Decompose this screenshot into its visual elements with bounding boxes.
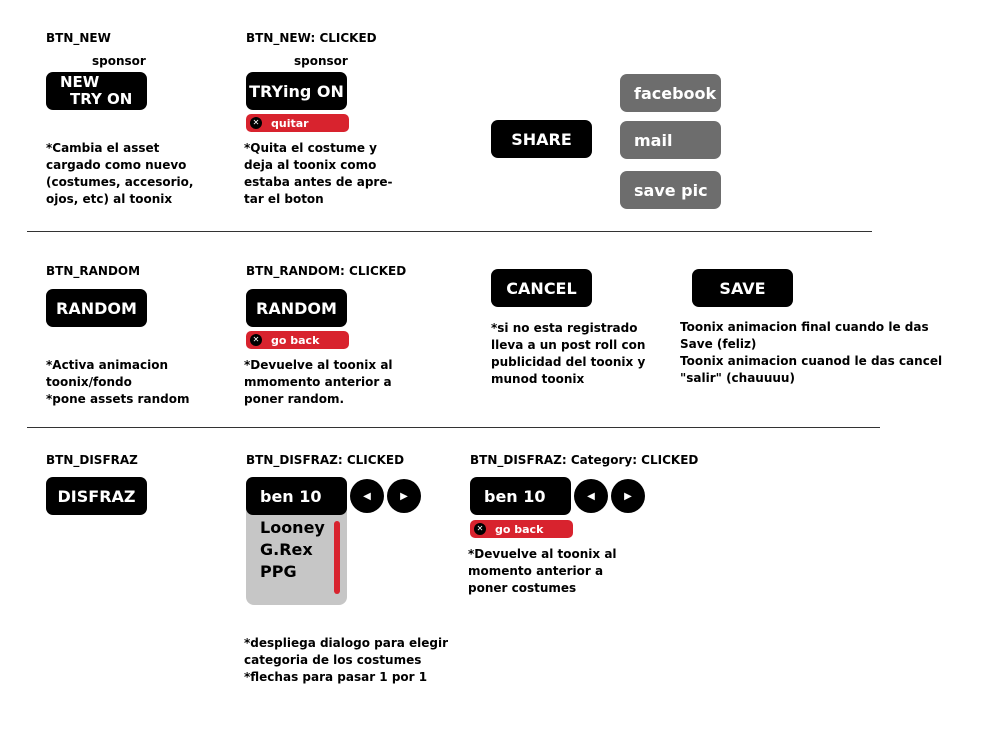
cancel-button[interactable]: CANCEL — [491, 269, 592, 307]
next-arrow-icon[interactable]: ▶ — [611, 479, 645, 513]
note-line: *pone assets random — [46, 392, 190, 406]
note-line: toonix/fondo — [46, 375, 132, 389]
category-button[interactable]: ben 10 — [246, 477, 347, 515]
go-back-label: go back — [271, 333, 320, 347]
note-line: estaba antes de apre- — [244, 175, 393, 189]
new-try-on-line1: NEW — [60, 73, 100, 91]
disfraz-button[interactable]: DISFRAZ — [46, 477, 147, 515]
note-line: munod toonix — [491, 372, 585, 386]
note-line: deja al toonix como — [244, 158, 377, 172]
btn-disfraz-category-note: *Devuelve al toonix al momento anterior … — [468, 546, 617, 597]
note-line: poner random. — [244, 392, 345, 406]
note-line: cargado como nuevo — [46, 158, 187, 172]
note-line: mmomento anterior a — [244, 375, 392, 389]
section-divider — [27, 231, 872, 232]
btn-random-note: *Activa animacion toonix/fondo *pone ass… — [46, 357, 189, 408]
random-button[interactable]: RANDOM — [46, 289, 147, 327]
btn-new-label: BTN_NEW — [46, 31, 111, 45]
save-note: Toonix animacion final cuando le das Sav… — [680, 319, 942, 387]
random-clicked-button[interactable]: RANDOM — [246, 289, 347, 327]
note-line: Save (feliz) — [680, 337, 757, 351]
btn-random-clicked-label: BTN_RANDOM: CLICKED — [246, 264, 407, 278]
note-line: lleva a un post roll con — [491, 338, 646, 352]
share-mail-option[interactable]: mail — [620, 121, 721, 159]
share-save-pic-option[interactable]: save pic — [620, 171, 721, 209]
note-line: (costumes, accesorio, — [46, 175, 194, 189]
note-line: Toonix animacion cuanod le das cancel — [680, 354, 943, 368]
note-line: "salir" (chauuuu) — [680, 371, 795, 385]
note-line: momento anterior a — [468, 564, 604, 578]
note-line: *flechas para pasar 1 por 1 — [244, 670, 428, 684]
category-dropdown[interactable]: Looney G.Rex PPG — [246, 505, 347, 605]
share-facebook-option[interactable]: facebook — [620, 74, 721, 112]
btn-random-label: BTN_RANDOM — [46, 264, 141, 278]
section-divider — [27, 427, 880, 428]
category-clicked-button[interactable]: ben 10 — [470, 477, 571, 515]
go-back-label: go back — [495, 522, 544, 536]
btn-random-clicked-note: *Devuelve al toonix al mmomento anterior… — [244, 357, 393, 408]
note-line: *Activa animacion — [46, 358, 168, 372]
note-line: categoria de los costumes — [244, 653, 422, 667]
share-button[interactable]: SHARE — [491, 120, 592, 158]
go-back-pill[interactable]: ✕ go back — [246, 331, 349, 349]
note-line: *si no esta registrado — [491, 321, 638, 335]
note-line: Toonix animacion final cuando le das — [680, 320, 929, 334]
dropdown-item-looney[interactable]: Looney — [260, 518, 325, 537]
new-try-on-line2: TRY ON — [70, 90, 133, 108]
btn-new-note: *Cambia el asset cargado como nuevo (cos… — [46, 140, 193, 208]
prev-arrow-icon[interactable]: ◀ — [574, 479, 608, 513]
cancel-note: *si no esta registrado lleva a un post r… — [491, 320, 645, 388]
save-button[interactable]: SAVE — [692, 269, 793, 307]
close-icon: ✕ — [250, 334, 262, 346]
note-line: publicidad del toonix y — [491, 355, 646, 369]
go-back-pill[interactable]: ✕ go back — [470, 520, 573, 538]
close-icon: ✕ — [250, 117, 262, 129]
note-line: *despliega dialogo para elegir — [244, 636, 449, 650]
dropdown-item-ppg[interactable]: PPG — [260, 562, 297, 581]
btn-disfraz-label: BTN_DISFRAZ — [46, 453, 138, 467]
btn-disfraz-clicked-note: *despliega dialogo para elegir categoria… — [244, 635, 448, 686]
sponsor-label: sponsor — [294, 54, 348, 68]
note-line: *Cambia el asset — [46, 141, 160, 155]
quitar-pill[interactable]: ✕ quitar — [246, 114, 349, 132]
new-try-on-button[interactable]: NEW TRY ON — [46, 72, 147, 110]
btn-disfraz-category-label: BTN_DISFRAZ: Category: CLICKED — [470, 453, 699, 467]
note-line: ojos, etc) al toonix — [46, 192, 173, 206]
note-line: *Devuelve al toonix al — [244, 358, 393, 372]
dropdown-scrollbar[interactable] — [334, 521, 340, 594]
close-icon: ✕ — [474, 523, 486, 535]
prev-arrow-icon[interactable]: ◀ — [350, 479, 384, 513]
trying-on-button[interactable]: TRYing ON — [246, 72, 347, 110]
btn-disfraz-clicked-label: BTN_DISFRAZ: CLICKED — [246, 453, 405, 467]
note-line: tar el boton — [244, 192, 324, 206]
next-arrow-icon[interactable]: ▶ — [387, 479, 421, 513]
note-line: *Devuelve al toonix al — [468, 547, 617, 561]
btn-new-clicked-label: BTN_NEW: CLICKED — [246, 31, 377, 45]
note-line: *Quita el costume y — [244, 141, 377, 155]
sponsor-label: sponsor — [92, 54, 146, 68]
note-line: poner costumes — [468, 581, 577, 595]
dropdown-item-grex[interactable]: G.Rex — [260, 540, 313, 559]
quitar-label: quitar — [271, 116, 309, 130]
btn-new-clicked-note: *Quita el costume y deja al toonix como … — [244, 140, 392, 208]
